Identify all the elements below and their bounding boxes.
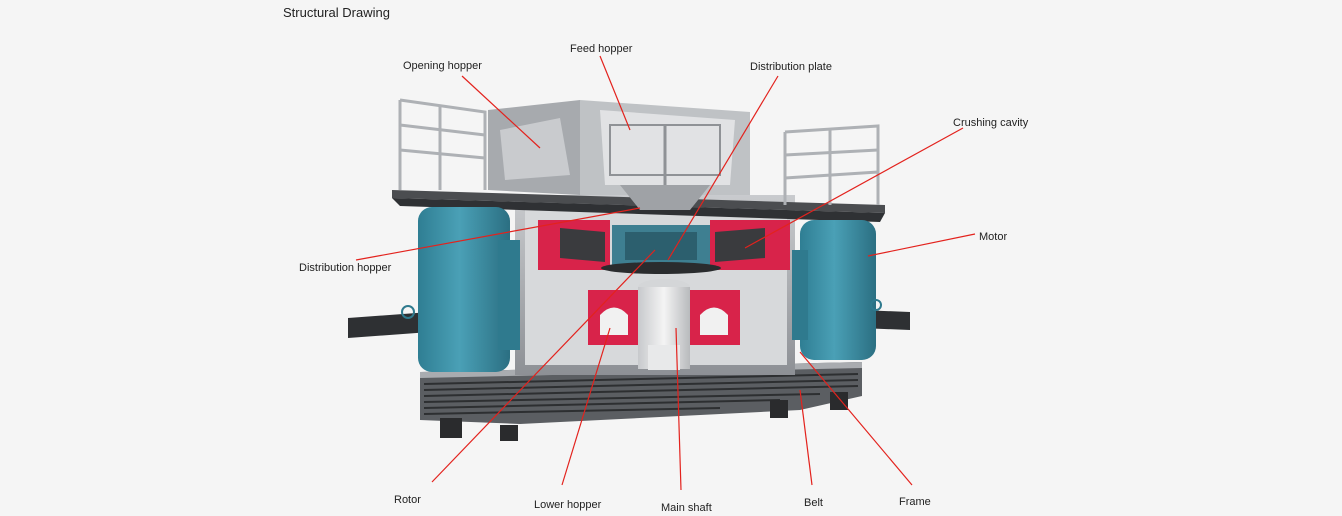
leader-motor (867, 233, 976, 257)
leader-distribution-plate (667, 75, 779, 261)
label-frame: Frame (899, 496, 931, 508)
label-rotor: Rotor (394, 494, 421, 506)
guard-rail-left (398, 98, 487, 190)
label-opening-hopper: Opening hopper (403, 60, 482, 72)
part-labels: Opening hopper Feed hopper Distribution … (299, 43, 1029, 514)
leader-belt (799, 389, 813, 486)
leader-frame (799, 351, 913, 486)
leader-main-shaft (675, 327, 682, 491)
motor-left (401, 207, 520, 372)
leader-lines (355, 55, 976, 491)
label-distribution-hopper: Distribution hopper (299, 262, 392, 274)
lower-hopper (588, 290, 740, 345)
label-belt: Belt (804, 497, 823, 509)
leader-rotor (431, 249, 656, 483)
base-frame (348, 310, 910, 441)
label-crushing-cavity: Crushing cavity (953, 117, 1029, 129)
label-motor: Motor (979, 231, 1007, 243)
crusher-illustration (348, 98, 910, 441)
guard-rail-right (783, 124, 880, 205)
top-hoppers (488, 100, 750, 210)
label-lower-hopper: Lower hopper (534, 499, 602, 511)
label-feed-hopper: Feed hopper (570, 43, 633, 55)
leader-crushing-cavity (744, 127, 964, 249)
motor-right (792, 220, 882, 360)
label-main-shaft: Main shaft (661, 502, 712, 514)
label-distribution-plate: Distribution plate (750, 61, 832, 73)
section-title: Structural Drawing (283, 5, 390, 20)
leader-lower-hopper (561, 327, 611, 486)
leader-opening-hopper (461, 75, 541, 149)
rotor-assembly (601, 225, 721, 274)
main-shaft (638, 279, 690, 370)
leader-distribution-hopper (355, 207, 641, 261)
leader-feed-hopper (599, 55, 631, 131)
crushing-cavity (538, 220, 790, 270)
